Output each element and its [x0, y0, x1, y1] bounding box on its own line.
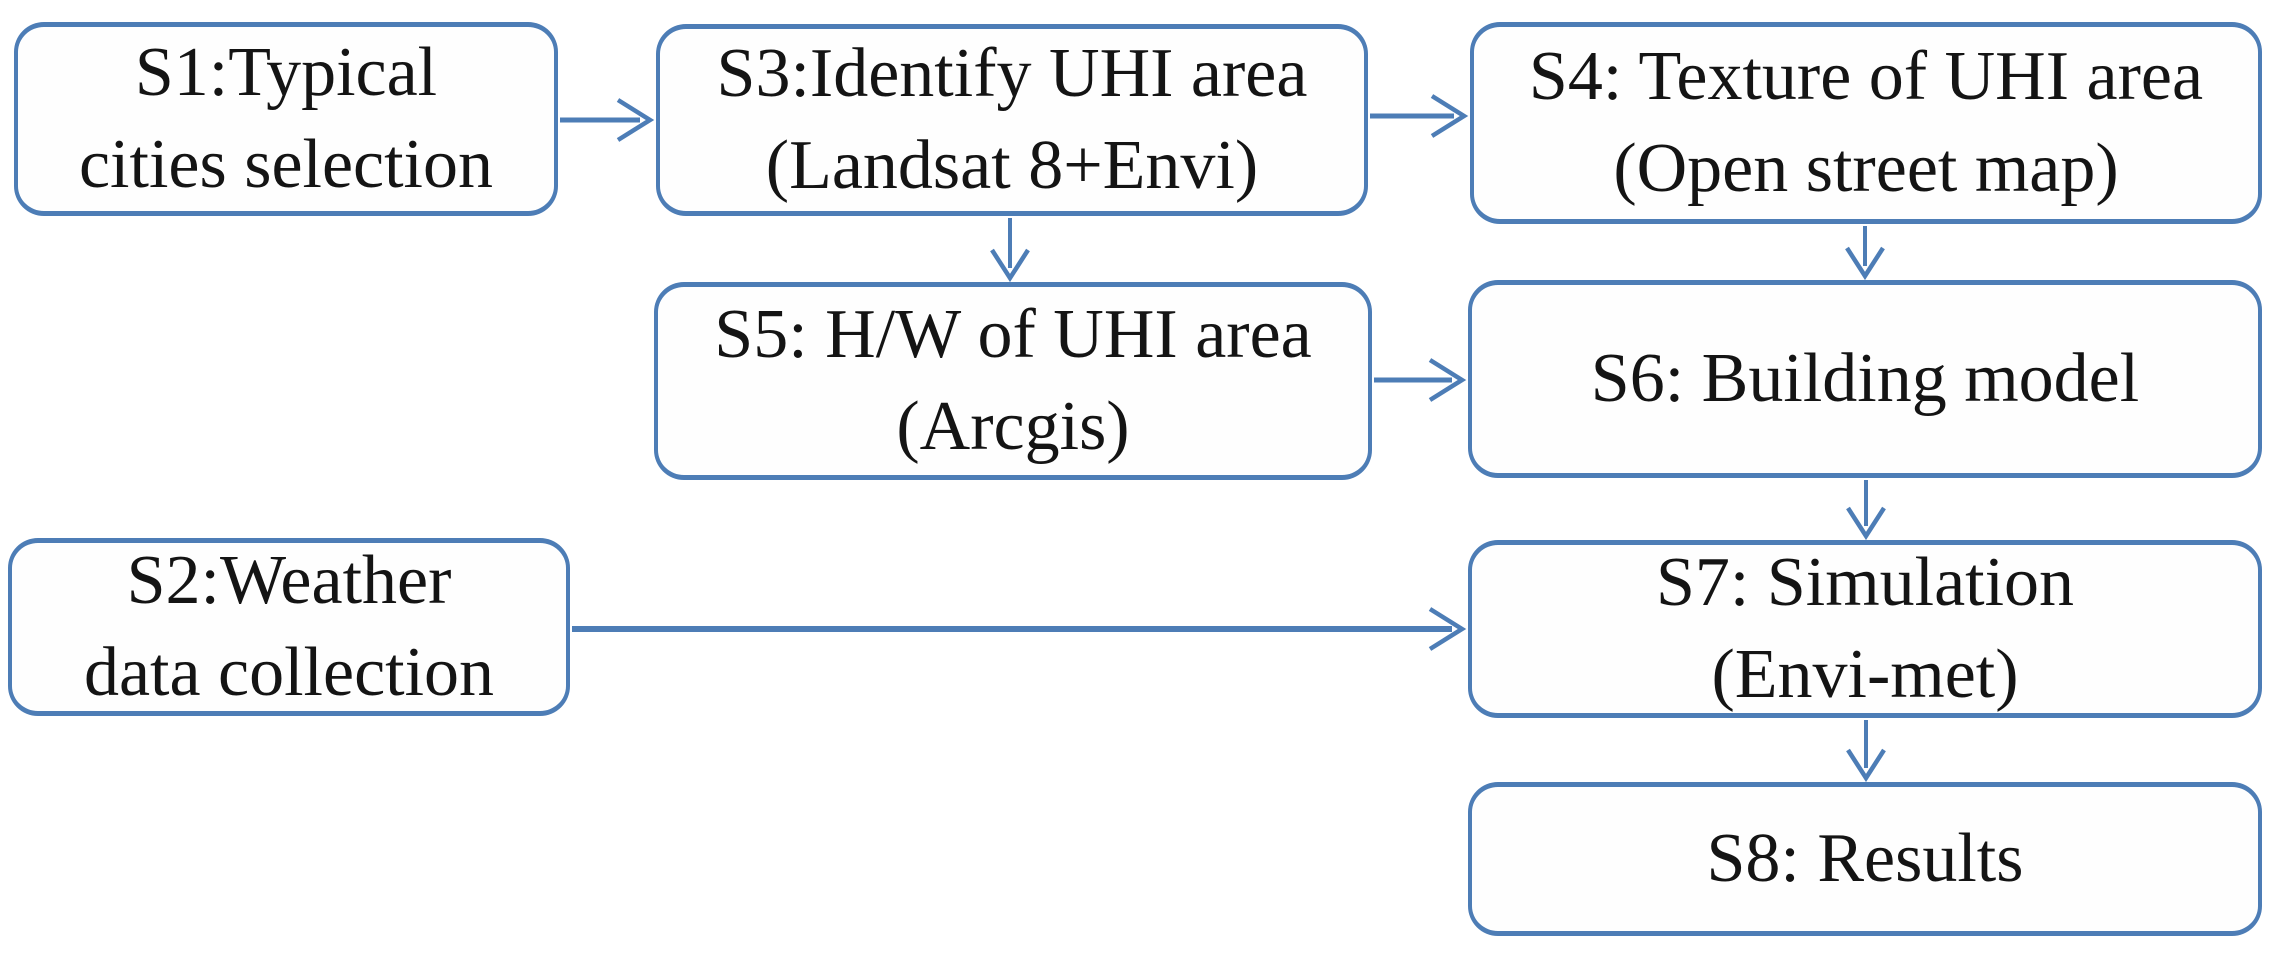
arrow-s2-to-s7: [572, 607, 1467, 651]
arrow-s7-to-s8: [1846, 720, 1886, 783]
node-s1-line2: cities selection: [78, 126, 494, 203]
node-s5-line1: S5: H/W of UHI area: [714, 296, 1312, 373]
node-s4-line1: S4: Texture of UHI area: [1528, 38, 2204, 115]
node-s5-hw-of-uhi-area: S5: H/W of UHI area (Arcgis): [654, 282, 1372, 480]
node-s2-line2: data collection: [83, 634, 495, 711]
arrow-s5-to-s6: [1374, 358, 1467, 402]
node-s8-results: S8: Results: [1468, 782, 2262, 936]
node-s3-identify-uhi-area: S3:Identify UHI area (Landsat 8+Envi): [656, 24, 1368, 216]
node-s4-texture-of-uhi-area: S4: Texture of UHI area (Open street map…: [1470, 22, 2262, 224]
node-s3-line1: S3:Identify UHI area: [716, 35, 1308, 112]
arrow-s6-to-s7: [1846, 480, 1886, 541]
node-s2-line1: S2:Weather: [126, 542, 452, 619]
node-s6-building-model: S6: Building model: [1468, 280, 2262, 478]
node-s6-line1: S6: Building model: [1590, 340, 2140, 417]
node-s7-simulation: S7: Simulation (Envi-met): [1468, 540, 2262, 718]
node-s1-line1: S1:Typical: [134, 34, 438, 111]
arrow-s3-to-s4: [1370, 94, 1469, 138]
node-s7-line2: (Envi-met): [1711, 636, 2019, 713]
node-s3-line2: (Landsat 8+Envi): [765, 127, 1259, 204]
arrow-s4-to-s6: [1845, 226, 1885, 281]
node-s7-line1: S7: Simulation: [1655, 544, 2075, 621]
node-s2-weather-data-collection: S2:Weather data collection: [8, 538, 570, 716]
node-s1-typical-cities-selection: S1:Typical cities selection: [14, 22, 558, 216]
arrow-s3-to-s5: [990, 218, 1030, 283]
node-s8-line1: S8: Results: [1706, 820, 2024, 897]
arrow-s1-to-s3: [560, 98, 655, 142]
node-s4-line2: (Open street map): [1613, 130, 2119, 207]
node-s5-line2: (Arcgis): [896, 388, 1130, 465]
